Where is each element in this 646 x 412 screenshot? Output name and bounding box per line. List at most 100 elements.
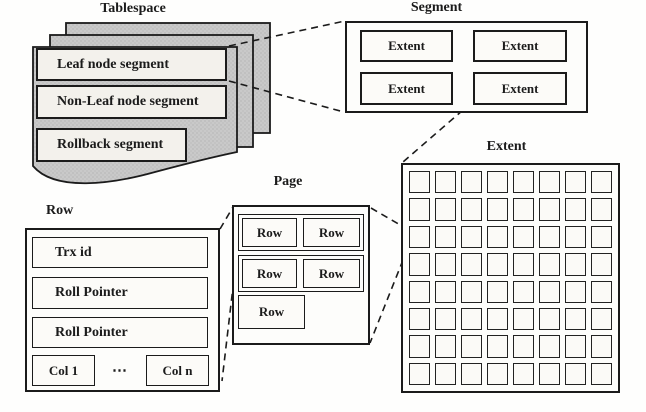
row-box: Trx id Roll Pointer Roll Pointer Col 1 ⋯…	[25, 228, 220, 392]
connector-extent-page-top	[370, 207, 403, 227]
page-box: Row Row Row Row Row	[232, 205, 370, 345]
leaf-node-segment-label: Leaf node segment	[57, 56, 169, 72]
connector-tablespace-segment-top	[228, 20, 346, 47]
extent-page-cell	[487, 280, 508, 303]
extent-page-cell	[461, 335, 482, 358]
extent-page-cell	[461, 171, 482, 194]
extent-page-cell	[539, 307, 560, 331]
segment-extent-box: Extent	[473, 30, 567, 62]
extent-page-cell	[409, 171, 430, 194]
extent-page-cell	[539, 280, 560, 303]
non-leaf-node-segment-box: Non-Leaf node segment	[36, 85, 227, 119]
extent-page-cell	[591, 225, 612, 249]
extent-page-cell	[487, 198, 508, 221]
extent-page-cell	[487, 335, 508, 358]
extent-page-cell	[565, 362, 586, 385]
extent-page-cell	[461, 280, 482, 303]
connector-segment-extent	[402, 109, 464, 163]
extent-page-cell	[409, 335, 430, 358]
segment-extent-box: Extent	[360, 30, 453, 62]
segment-extent-box: Extent	[360, 72, 453, 105]
extent-page-cell	[539, 171, 560, 194]
extent-page-cell	[539, 335, 560, 358]
page-row-pair: Row Row	[238, 255, 364, 292]
extent-page-cell	[513, 307, 534, 331]
extent-page-cell	[513, 198, 534, 221]
extent-page-cell	[565, 335, 586, 358]
extent-page-cell	[409, 225, 430, 249]
ellipsis: ⋯	[112, 363, 129, 379]
extent-page-cell	[435, 171, 456, 194]
page-row-cell: Row	[242, 259, 297, 288]
extent-page-cell	[591, 198, 612, 221]
extent-page-cell	[461, 253, 482, 276]
extent-page-cell	[565, 171, 586, 194]
segment-label: Segment	[410, 0, 463, 15]
rollback-segment-box: Rollback segment	[36, 128, 187, 162]
extent-page-cell	[565, 253, 586, 276]
extent-page-cell	[591, 362, 612, 385]
extent-page-cell	[565, 280, 586, 303]
tablespace-label: Tablespace	[100, 1, 166, 16]
extent-page-cell	[435, 362, 456, 385]
extent-page-cell	[409, 253, 430, 276]
col-1-box: Col 1	[32, 355, 95, 386]
row-label: Row	[46, 203, 74, 218]
extent-page-cell	[591, 253, 612, 276]
roll-pointer-field: Roll Pointer	[32, 317, 208, 348]
extent-page-cell	[539, 225, 560, 249]
extent-page-cell	[513, 335, 534, 358]
extent-page-cell	[513, 362, 534, 385]
extent-page-cell	[565, 198, 586, 221]
non-leaf-node-segment-label: Non-Leaf node segment	[57, 94, 199, 109]
extent-page-cell	[591, 171, 612, 194]
extent-page-cell	[591, 335, 612, 358]
extent-page-cell	[539, 253, 560, 276]
extent-page-cell	[461, 225, 482, 249]
segment-box: Extent Extent Extent Extent	[345, 21, 588, 113]
extent-page-cell	[435, 225, 456, 249]
connector-page-row-top	[219, 206, 234, 230]
trx-id-field: Trx id	[32, 237, 208, 268]
rollback-segment-label: Rollback segment	[57, 137, 164, 152]
extent-page-cell	[513, 171, 534, 194]
connector-extent-page-bottom	[369, 259, 404, 344]
segment-extent-box: Extent	[473, 72, 567, 105]
extent-page-cell	[565, 307, 586, 331]
extent-page-cell	[435, 335, 456, 358]
connector-tablespace-segment-bottom	[228, 80, 345, 113]
roll-pointer-field: Roll Pointer	[32, 277, 208, 309]
extent-page-cell	[487, 362, 508, 385]
col-n-box: Col n	[146, 355, 209, 386]
extent-page-cell	[435, 280, 456, 303]
extent-page-cell	[461, 307, 482, 331]
extent-page-cell	[461, 362, 482, 385]
extent-page-cell	[539, 362, 560, 385]
extent-page-cell	[513, 225, 534, 249]
extent-label: Extent	[486, 139, 527, 154]
extent-page-cell	[435, 198, 456, 221]
extent-page-cell	[513, 253, 534, 276]
page-row-cell: Row	[303, 218, 360, 247]
extent-page-cell	[435, 253, 456, 276]
extent-page-cell	[409, 280, 430, 303]
page-row-cell: Row	[303, 259, 360, 288]
extent-page-cell	[461, 198, 482, 221]
extent-page-cell	[565, 225, 586, 249]
extent-grid	[401, 163, 620, 393]
extent-page-cell	[539, 198, 560, 221]
extent-page-cell	[409, 362, 430, 385]
extent-page-cell	[487, 225, 508, 249]
extent-page-cell	[409, 307, 430, 331]
extent-page-cell	[409, 198, 430, 221]
extent-page-cell	[487, 253, 508, 276]
page-row-cell: Row	[242, 218, 297, 247]
extent-page-cell	[487, 171, 508, 194]
extent-page-cell	[435, 307, 456, 331]
extent-page-cell	[591, 280, 612, 303]
extent-page-cell	[591, 307, 612, 331]
extent-page-cell	[487, 307, 508, 331]
page-row-pair: Row Row	[238, 214, 364, 251]
page-row-cell: Row	[238, 295, 305, 329]
